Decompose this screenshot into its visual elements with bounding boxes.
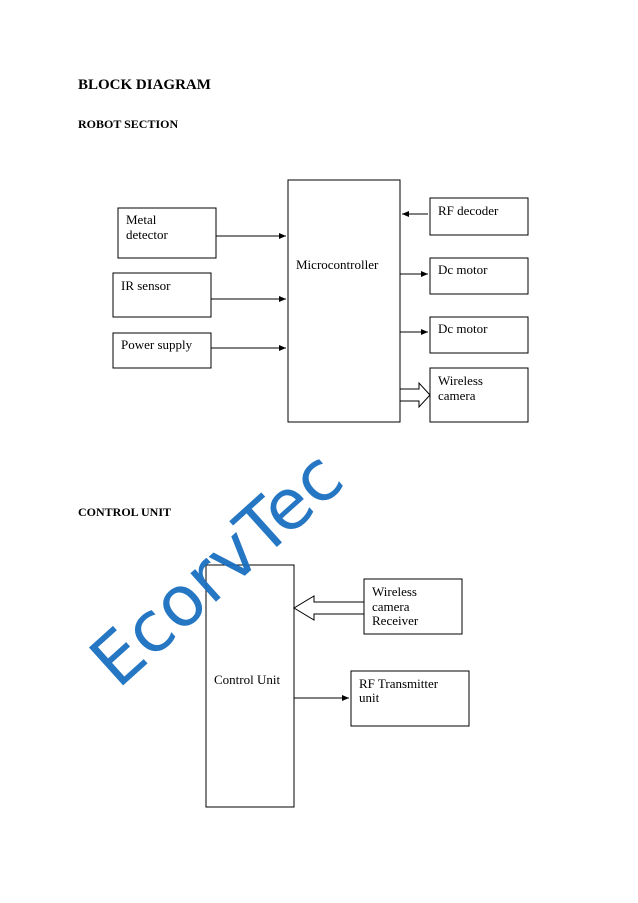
control-unit-block bbox=[205, 564, 295, 808]
microcontroller-block bbox=[287, 179, 401, 423]
control-unit-heading: CONTROL UNIT bbox=[78, 505, 172, 519]
wireless-camera-label-line1: Wireless bbox=[438, 373, 483, 388]
wireless-camera-hollow-arrow bbox=[399, 381, 431, 409]
wireless-receiver-label-line2: camera bbox=[372, 599, 410, 614]
microcontroller-label: Microcontroller bbox=[296, 257, 379, 272]
rf-transmitter-label-line2: unit bbox=[359, 690, 380, 705]
wireless-camera-block bbox=[429, 367, 529, 423]
wireless-receiver-hollow-arrow bbox=[293, 595, 365, 621]
robot-section-diagram: Microcontroller Metal detector IR sensor… bbox=[112, 179, 529, 423]
wireless-receiver-block bbox=[363, 578, 463, 635]
control-unit-diagram: Control Unit Wireless camera Receiver RF… bbox=[205, 564, 470, 808]
ir-sensor-label: IR sensor bbox=[121, 278, 171, 293]
metal-detector-label-line2: detector bbox=[126, 227, 169, 242]
rf-transmitter-block bbox=[350, 670, 470, 727]
ir-sensor-block bbox=[112, 272, 212, 318]
control-unit-label: Control Unit bbox=[214, 672, 280, 687]
metal-detector-label-line1: Metal bbox=[126, 212, 157, 227]
dc-motor-2-block bbox=[429, 316, 529, 354]
dc-motor-1-label: Dc motor bbox=[438, 262, 488, 277]
rf-decoder-label: RF decoder bbox=[438, 203, 499, 218]
document-title: BLOCK DIAGRAM bbox=[78, 77, 211, 93]
robot-section-heading: ROBOT SECTION bbox=[78, 117, 179, 131]
rf-transmitter-label-line1: RF Transmitter bbox=[359, 676, 439, 691]
wireless-receiver-label-line3: Receiver bbox=[372, 613, 419, 628]
power-supply-block bbox=[112, 332, 212, 369]
metal-detector-block bbox=[117, 207, 217, 259]
dc-motor-1-block bbox=[429, 257, 529, 295]
dc-motor-2-label: Dc motor bbox=[438, 321, 488, 336]
wireless-camera-label-line2: camera bbox=[438, 388, 476, 403]
wireless-receiver-label-line1: Wireless bbox=[372, 584, 417, 599]
rf-decoder-block bbox=[429, 197, 529, 236]
power-supply-label: Power supply bbox=[121, 337, 193, 352]
